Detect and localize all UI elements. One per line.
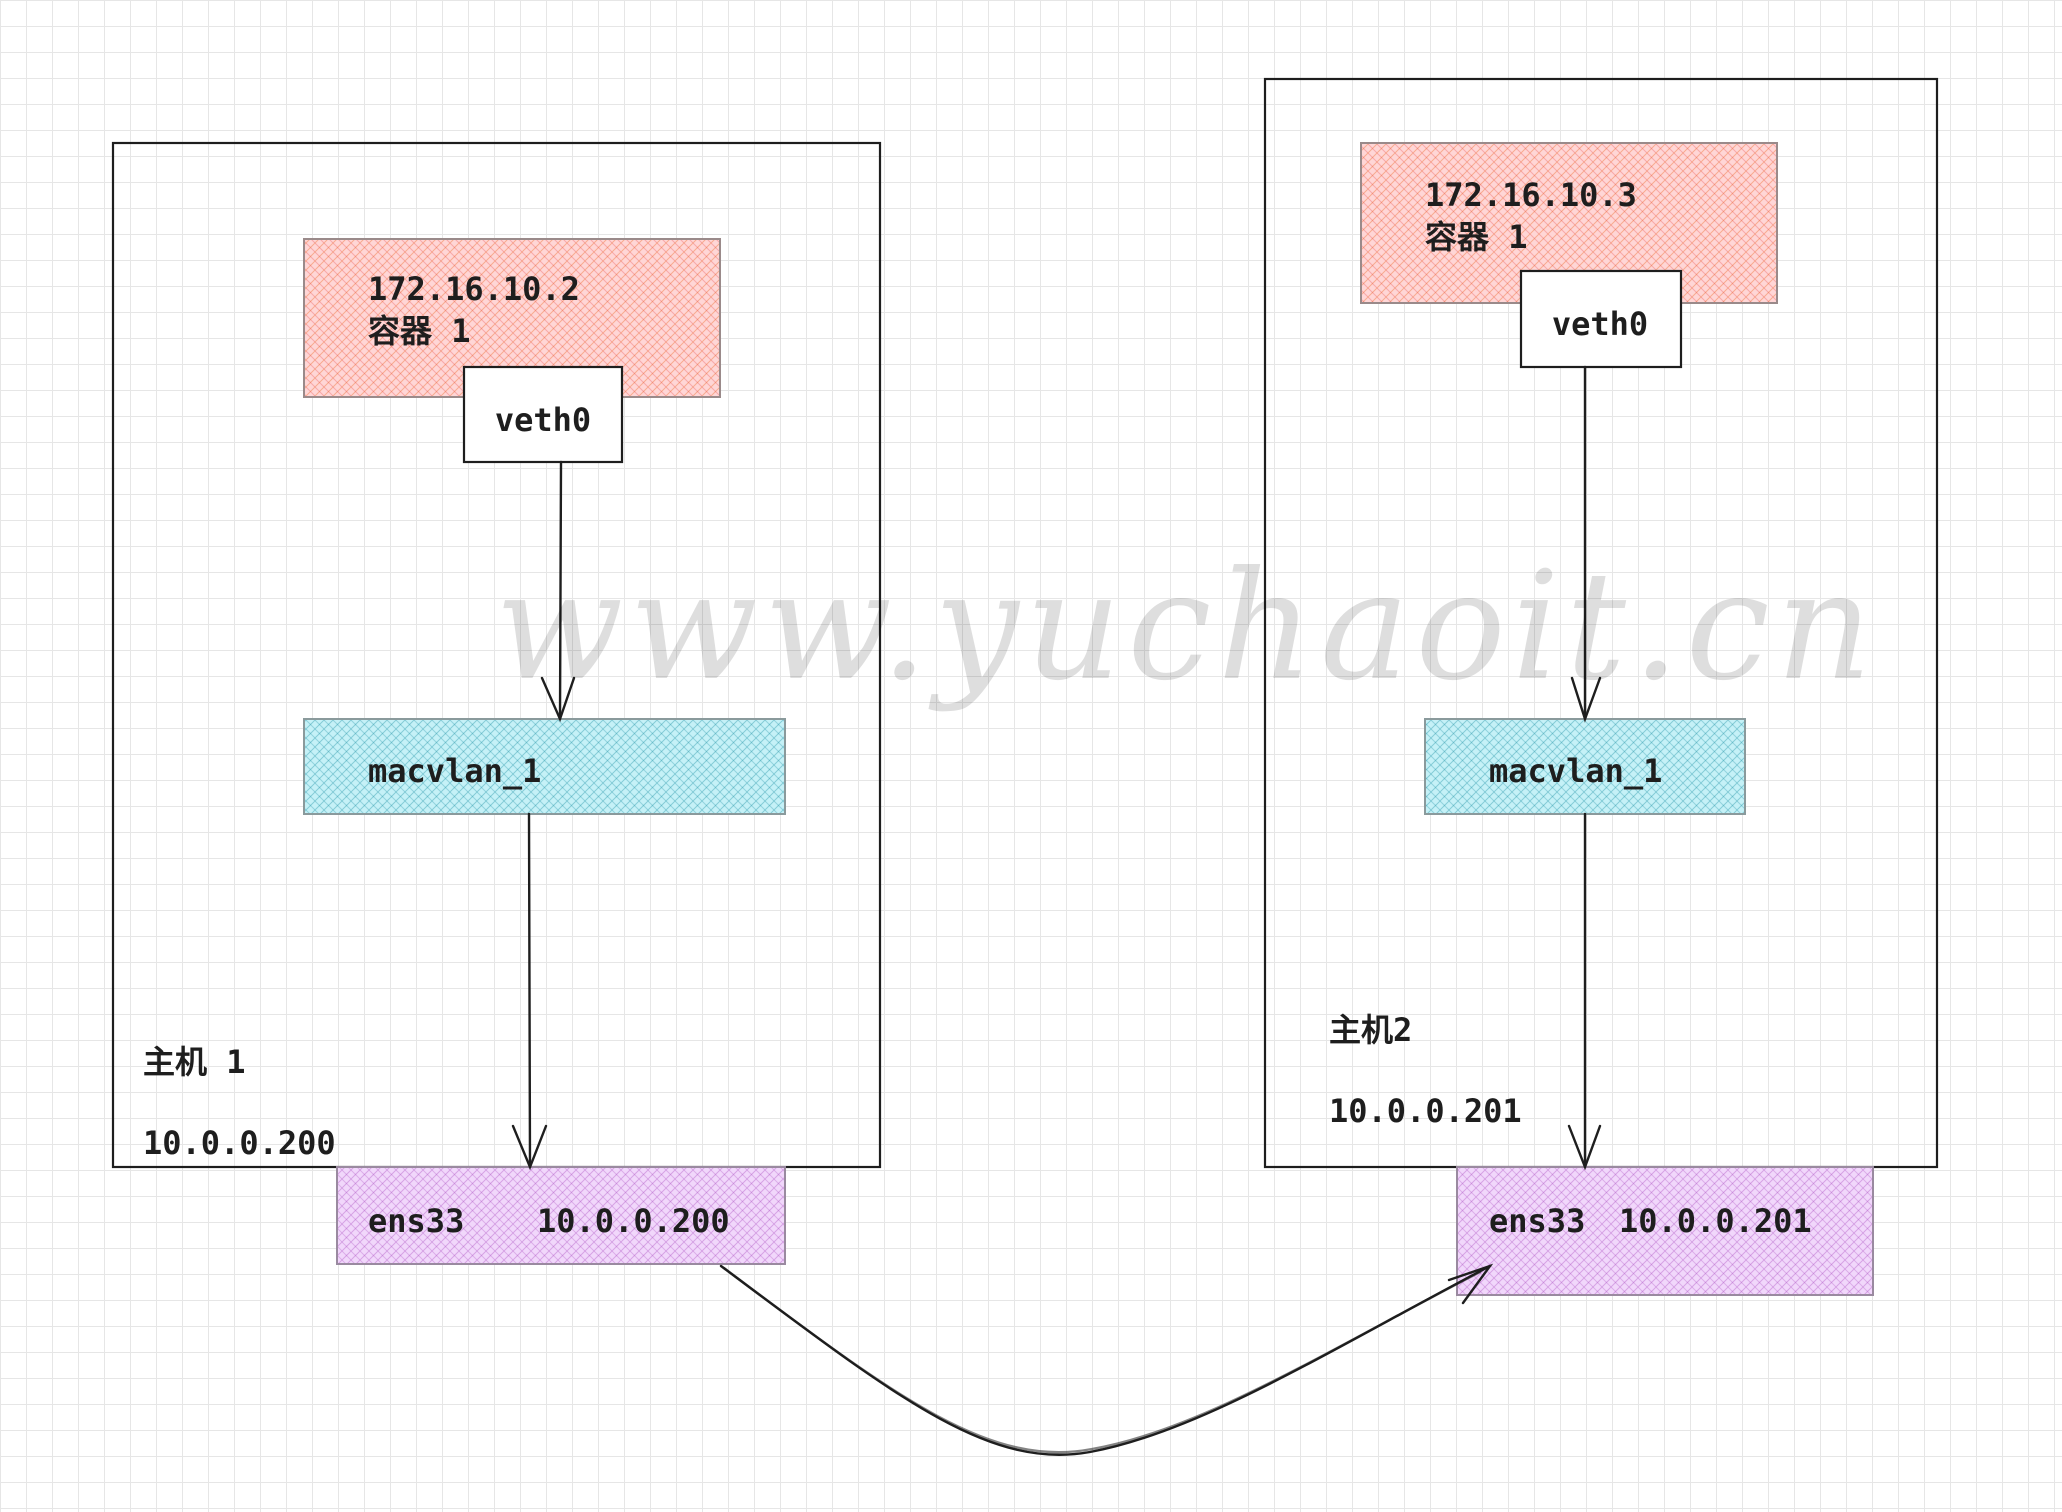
host-2-name: 主机2 xyxy=(1329,1011,1412,1049)
host-1-veth-to-macvlan-arrowhead xyxy=(540,676,576,723)
host-1-ip: 10.0.0.200 xyxy=(143,1124,336,1162)
host-1-nic-box xyxy=(336,1166,786,1265)
host-1-name: 主机 1 xyxy=(143,1043,246,1081)
host-1-macvlan-label: macvlan_1 xyxy=(368,752,541,790)
host-2-nic: ens33 10.0.0.201 xyxy=(1456,1166,1874,1296)
host-2-nic-name: ens33 xyxy=(1489,1202,1585,1240)
host-2-macvlan: macvlan_1 xyxy=(1424,718,1746,815)
host-1-nic-name: ens33 xyxy=(368,1202,464,1240)
host-1-macvlan-to-nic-arrow xyxy=(527,812,532,1169)
host-2-veth-to-macvlan-arrowhead xyxy=(1570,676,1602,723)
host-1-veth-to-macvlan-arrow xyxy=(558,460,563,721)
host-1-macvlan: macvlan_1 xyxy=(303,718,786,815)
host-1-nic: ens33 10.0.0.200 xyxy=(336,1166,786,1265)
host-1-to-host-2-link-echo xyxy=(722,1266,1482,1454)
host-1-veth: veth0 xyxy=(462,365,624,464)
host-2: 172.16.10.3 容器 1 veth0 macvlan_1 主机2 10.… xyxy=(1263,77,1939,1296)
host-1-veth-label: veth0 xyxy=(495,401,591,439)
watermark: www.yuchaoit.cn xyxy=(495,540,1878,714)
host-2-container-label: 容器 1 xyxy=(1425,218,1528,256)
host-2-ip: 10.0.0.201 xyxy=(1329,1092,1522,1130)
host-1-veth-box xyxy=(462,365,624,464)
host-2-veth-label: veth0 xyxy=(1552,305,1648,343)
host-1-nic-ip: 10.0.0.200 xyxy=(537,1202,730,1240)
host-1: 172.16.10.2 容器 1 veth0 macvlan_1 主机 1 10… xyxy=(111,141,882,1265)
host-1-to-host-2-link xyxy=(719,1264,1492,1456)
host-2-macvlan-label: macvlan_1 xyxy=(1489,752,1662,790)
host-1-container-ip: 172.16.10.2 xyxy=(368,270,580,308)
host-1-macvlan-box xyxy=(303,718,786,815)
host-2-veth-box xyxy=(1519,269,1683,369)
host-2-veth: veth0 xyxy=(1519,269,1683,369)
host-1-macvlan-to-nic-arrowhead xyxy=(511,1124,548,1171)
host-1-to-host-2-arrowhead xyxy=(1447,1263,1494,1305)
host-2-macvlan-to-nic-arrowhead xyxy=(1567,1124,1602,1171)
host-1-container-label: 容器 1 xyxy=(368,312,471,350)
host-2-macvlan-box xyxy=(1424,718,1746,815)
host-2-container-ip: 172.16.10.3 xyxy=(1425,176,1637,214)
host-2-nic-ip: 10.0.0.201 xyxy=(1619,1202,1812,1240)
host-2-nic-box xyxy=(1456,1166,1874,1296)
